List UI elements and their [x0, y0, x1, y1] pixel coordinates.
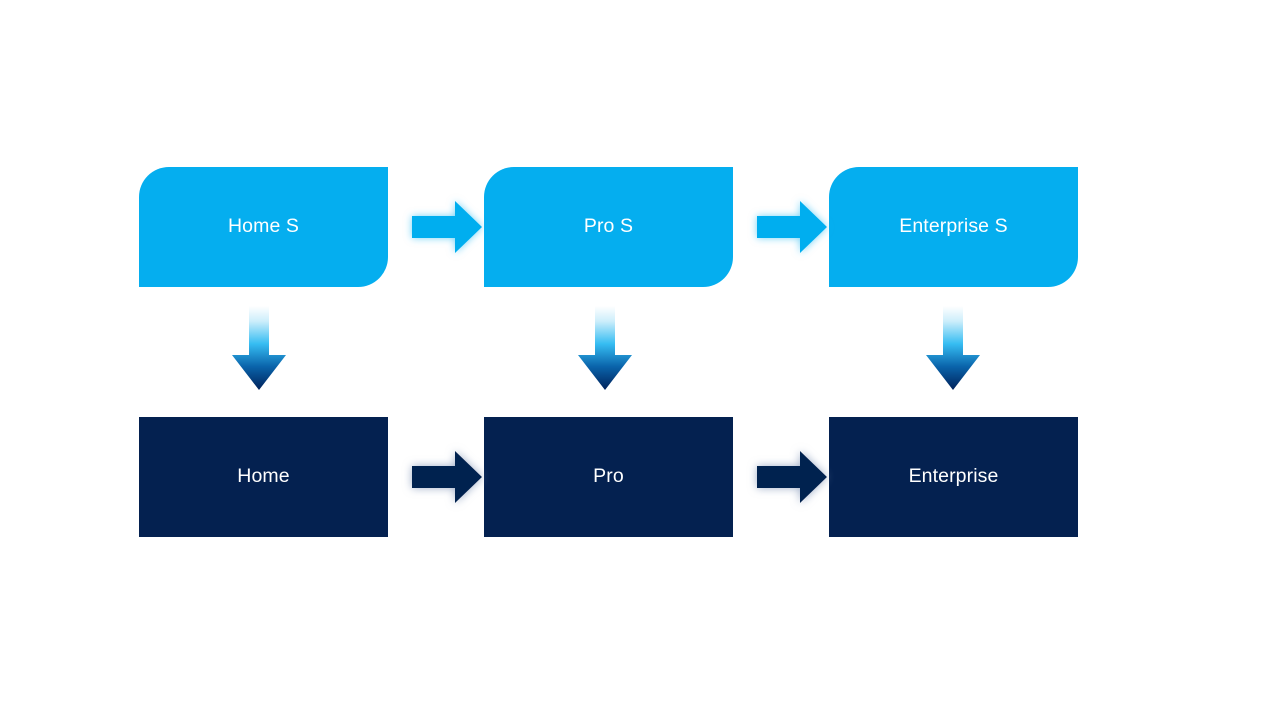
node-home[interactable]: Home — [139, 417, 388, 537]
arrow-down-icon-pro-s-to-pro — [565, 296, 645, 400]
arrow-right-icon-home-s-to-pro-s — [398, 188, 494, 266]
node-label: Enterprise S — [899, 215, 1008, 238]
node-label: Enterprise — [908, 465, 999, 488]
arrow-right-icon-pro-s-to-enterprise-s — [743, 188, 839, 266]
node-label: Pro — [593, 465, 624, 488]
node-pro-s[interactable]: Pro S — [484, 167, 733, 287]
node-enterprise-s[interactable]: Enterprise S — [829, 167, 1078, 287]
node-enterprise[interactable]: Enterprise — [829, 417, 1078, 537]
node-pro[interactable]: Pro — [484, 417, 733, 537]
node-label: Home — [237, 465, 290, 488]
arrow-down-icon-home-s-to-home — [219, 296, 299, 400]
node-home-s[interactable]: Home S — [139, 167, 388, 287]
arrow-down-icon-enterprise-s-to-enterprise — [913, 296, 993, 400]
arrow-right-icon-pro-to-enterprise — [743, 438, 839, 516]
node-label: Home S — [227, 215, 300, 238]
node-label: Pro S — [583, 215, 634, 238]
arrow-right-icon-home-to-pro — [398, 438, 494, 516]
